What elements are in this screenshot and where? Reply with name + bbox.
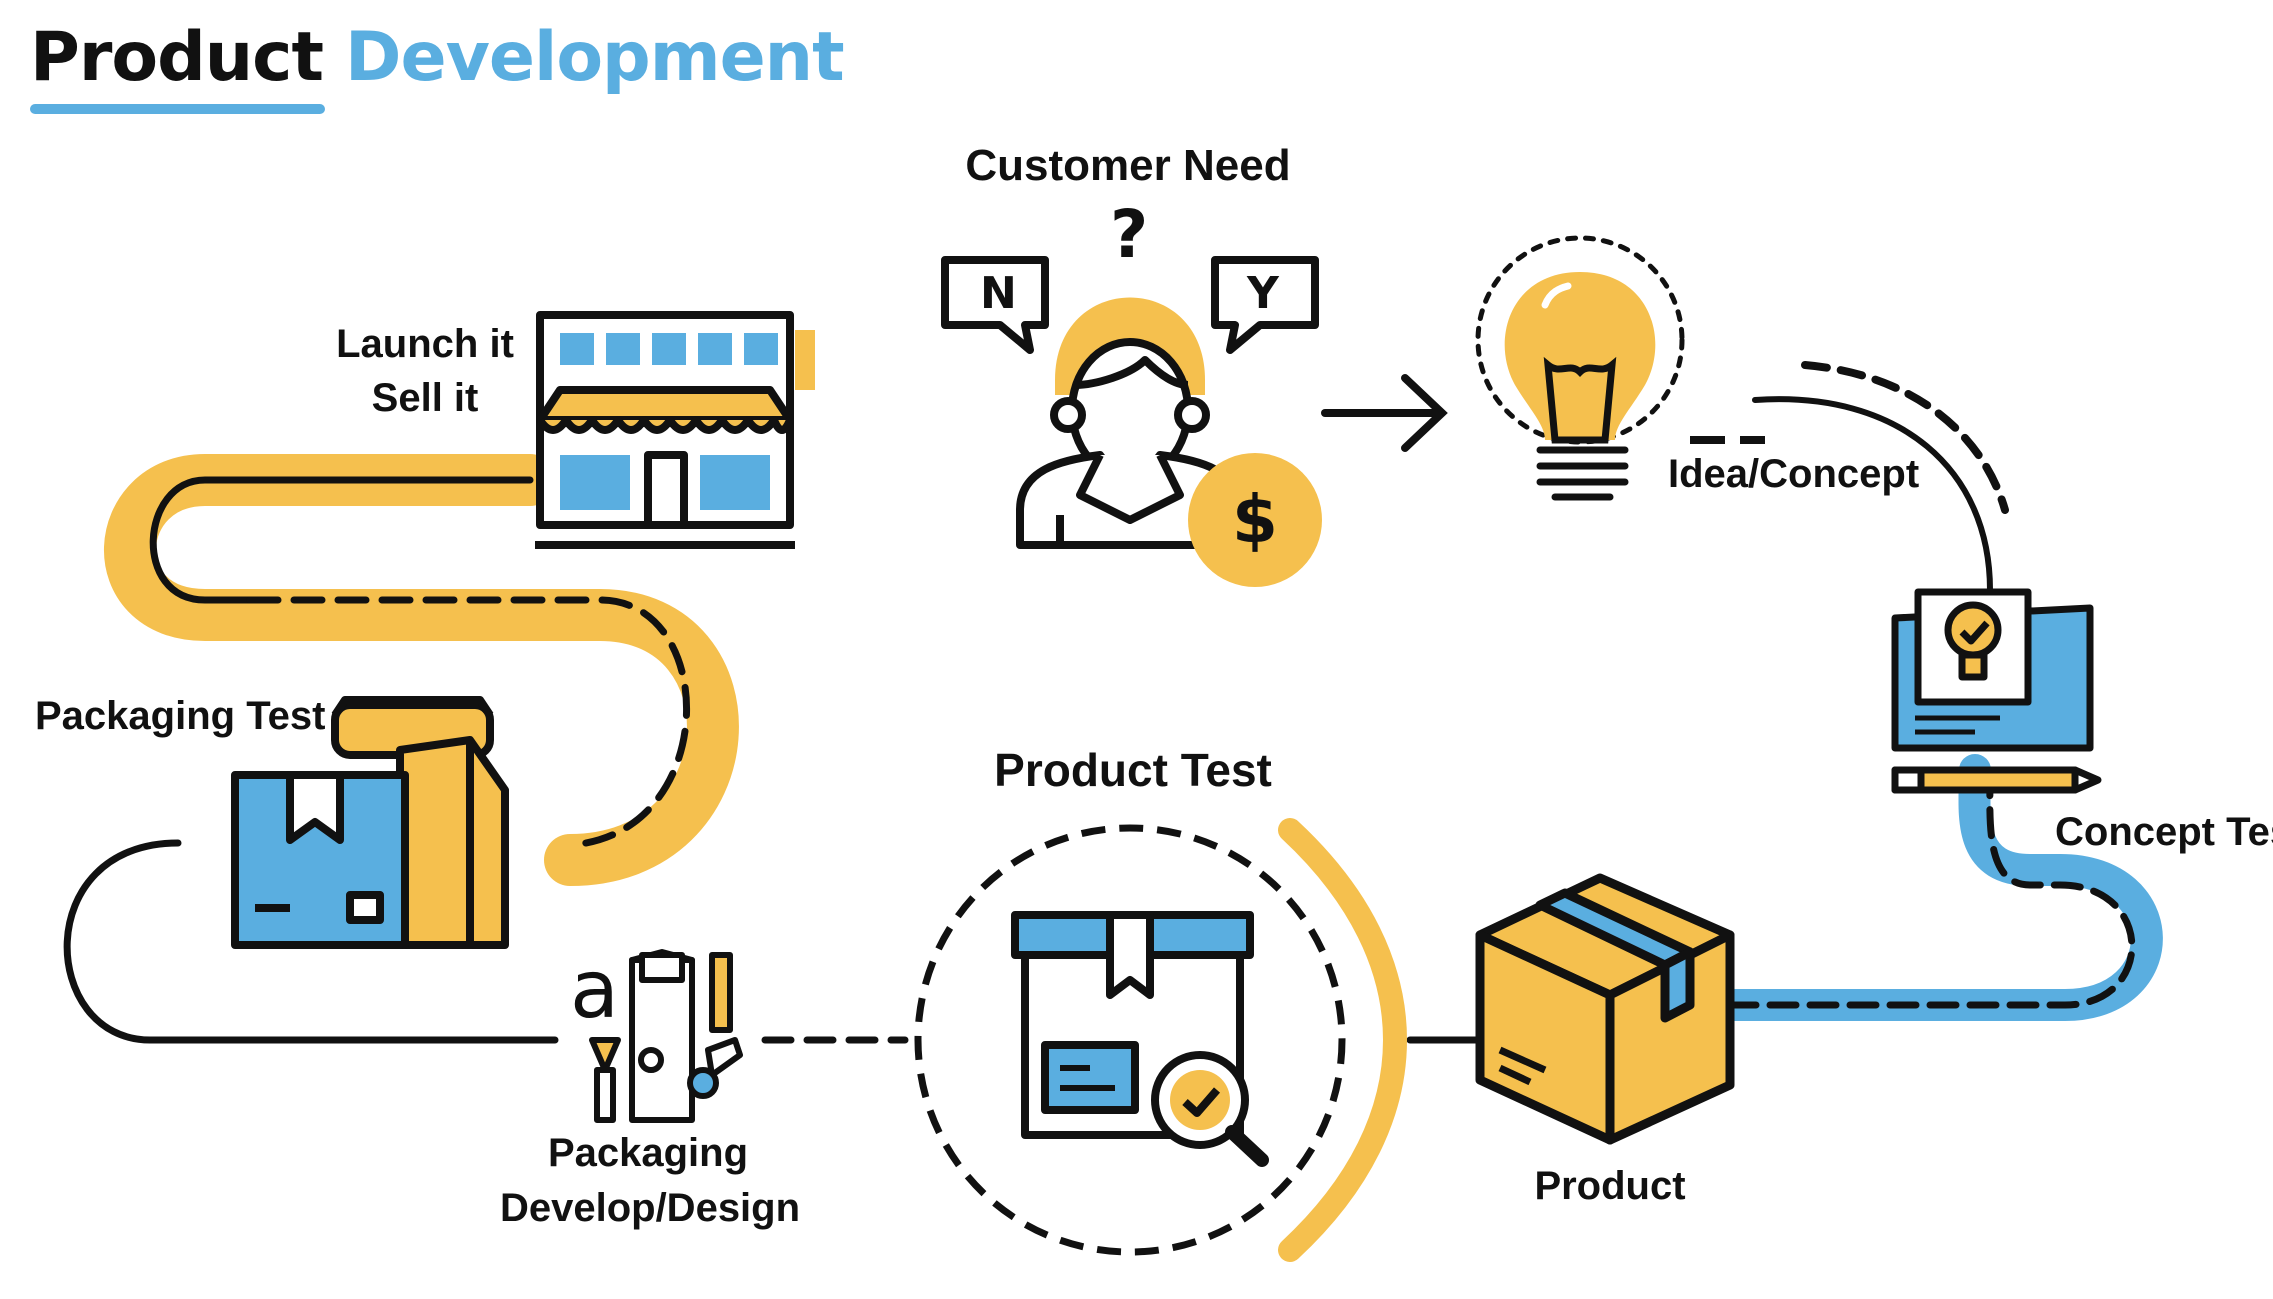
product-test-icon <box>1011 911 1269 1167</box>
packaging-design-icon <box>589 949 743 1123</box>
yellow-road <box>104 454 739 886</box>
label-launch-line2: Sell it <box>371 376 479 420</box>
customer-icon <box>1016 297 1244 549</box>
speech-bubble-no-text: N <box>980 268 1017 319</box>
label-packaging-test: Packaging Test <box>35 694 326 738</box>
arc-idea-concept <box>1752 396 1993 593</box>
label-product: Product <box>1534 1164 1686 1208</box>
arrow-right-icon <box>1321 374 1448 452</box>
label-product-test: Product Test <box>994 744 1272 796</box>
label-launch-line1: Launch it <box>336 322 514 366</box>
speech-bubble-yes-text: Y <box>1247 268 1279 319</box>
dollar-sign: $ <box>1232 481 1278 558</box>
yellow-road-line-dashed <box>246 596 691 849</box>
label-packaging-design-line2: Develop/Design <box>499 1186 801 1230</box>
connector-paths <box>63 361 2163 1262</box>
product-test-arc <box>1278 818 1407 1262</box>
page-title: Product Development <box>30 18 845 97</box>
blue-road <box>1714 754 2163 1021</box>
label-customer-need: Customer Need <box>965 141 1291 190</box>
yellow-road-line-solid <box>149 476 534 604</box>
speech-bubble-no-icon <box>941 256 1049 354</box>
packaging-test-icon <box>231 696 509 949</box>
product-test-ring <box>914 824 1346 1256</box>
design-letter-a: a <box>570 943 620 1036</box>
store-icon <box>535 311 815 549</box>
blue-road-line <box>1726 771 2136 1009</box>
label-idea-concept: Idea/Concept <box>1668 452 1920 496</box>
concept-test-icon <box>1891 588 2102 794</box>
speech-bubble-yes-icon <box>1211 256 1319 354</box>
label-concept-test: Concept Test <box>2055 810 2273 854</box>
product-box-icon <box>1475 873 1735 1145</box>
title-underline <box>30 104 325 114</box>
label-packaging-design-line1: Packaging <box>547 1131 749 1175</box>
arc-idea-concept-dashed <box>1801 361 2009 514</box>
black-curve-left <box>63 839 559 1044</box>
title-word-development: Development <box>345 18 845 97</box>
question-mark: ? <box>1110 196 1149 273</box>
lightbulb-icon <box>1475 235 1685 501</box>
dollar-coin-icon <box>1188 453 1322 587</box>
title-word-product: Product <box>30 18 324 97</box>
